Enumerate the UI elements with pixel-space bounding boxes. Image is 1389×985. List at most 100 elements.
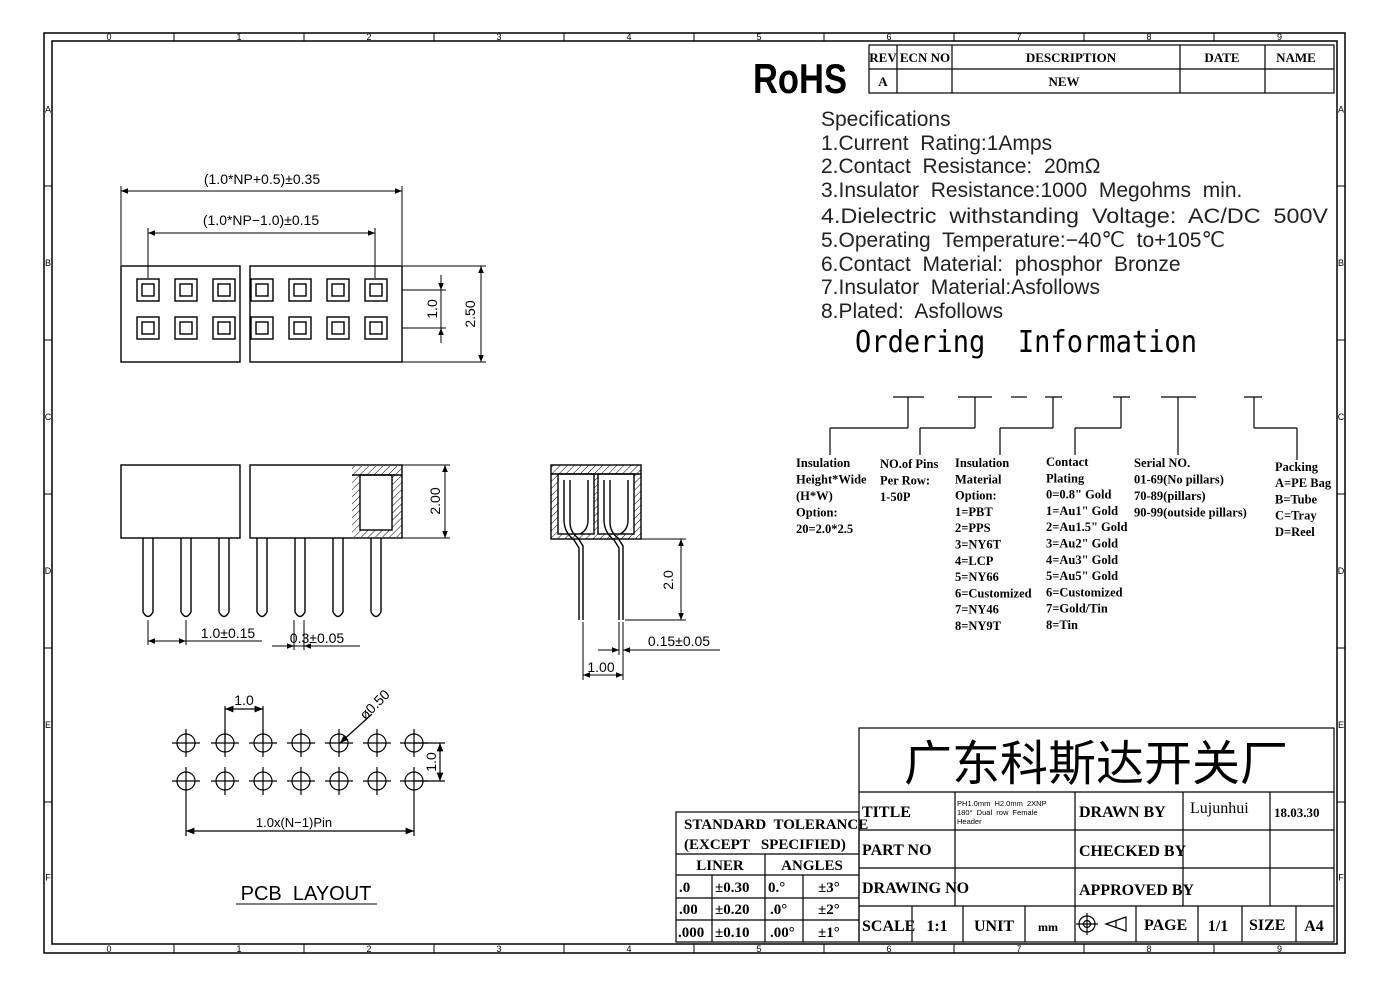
drawn-by-value: Lujunhui <box>1190 800 1249 817</box>
top-view <box>120 265 403 363</box>
tol-cell: ±0.30 <box>715 880 749 896</box>
frame-col-label: 2 <box>366 944 371 954</box>
tol-cell: ±2° <box>818 902 840 918</box>
title-block <box>858 727 1335 943</box>
dim-hole-dia: ø0.50 <box>356 686 393 723</box>
ordering-line: C=Tray <box>1275 509 1317 523</box>
pcb-layout-label: PCB LAYOUT <box>241 883 372 905</box>
date-header: DATE <box>1204 50 1239 65</box>
frame-col-label: 3 <box>496 944 501 954</box>
ordering-line: 0=0.8" Gold <box>1046 488 1112 502</box>
date-value: 18.03.30 <box>1274 805 1320 820</box>
ordering-line: NO.of Pins <box>880 457 938 471</box>
ordering-line: 6=Customized <box>1046 585 1123 599</box>
pin-cavity <box>136 316 160 340</box>
dim-pin-offset: 1.00 <box>587 659 614 675</box>
title-value-line: PH1.0mm H2.0mm 2XNP <box>957 799 1047 808</box>
ordering-line: 7=NY46 <box>955 603 999 617</box>
spec-item: 3.Insulator Resistance:1000 Megohms min. <box>821 179 1242 202</box>
frame-col-label: 6 <box>886 944 891 954</box>
tolerance-angles: ANGLES <box>781 858 843 874</box>
frame-col-label: 0 <box>106 944 111 954</box>
frame-col-label: 1 <box>236 32 241 42</box>
frame-row-label: F <box>45 873 51 883</box>
spec-item: 4.Dielectric withstanding Voltage: AC/DC… <box>821 205 1328 228</box>
pin-cavity-inner <box>141 321 155 335</box>
ordering-line: 1=Au1" Gold <box>1046 504 1118 518</box>
ordering-line: Contact <box>1046 455 1089 469</box>
scale-value: 1:1 <box>926 918 947 935</box>
ordering-line: Packing <box>1275 460 1319 474</box>
drawn-by-label: DRAWN BY <box>1079 804 1166 821</box>
title-label: TITLE <box>862 804 911 821</box>
projection-symbol-icon <box>1076 913 1127 935</box>
pin-cavity-inner <box>141 283 155 297</box>
page-value: 1/1 <box>1208 918 1228 935</box>
ordering-line: B=Tube <box>1275 492 1318 506</box>
ordering-line: Plating <box>1046 471 1085 485</box>
title-value-line: 180° Dual row Female <box>957 808 1038 817</box>
spec-item: 6.Contact Material: phosphor Bronze <box>821 253 1181 276</box>
ordering-line: 8=NY9T <box>955 619 1002 633</box>
dim-overall-length: (1.0*NP+0.5)±0.35 <box>204 171 320 187</box>
dim-tail: 2.0 <box>660 570 676 590</box>
dim-pin-thk: 0.15±0.05 <box>648 633 710 649</box>
spec-item: 8.Plated: Asfollows <box>821 300 1003 323</box>
serial-option: Serial NO.01-69(No pillars)70-89(pillars… <box>1134 456 1247 520</box>
tol-cell: ±3° <box>818 880 840 896</box>
dim-pitch: 1.0±0.15 <box>201 625 256 641</box>
pin-cavity-inner <box>369 321 383 335</box>
ordering-line: 2=Au1.5" Gold <box>1046 520 1127 534</box>
dim-pin-size: 0.3±0.05 <box>290 630 345 646</box>
page-label: PAGE <box>1144 917 1187 934</box>
ordering-line: A=PE Bag <box>1275 476 1332 490</box>
ordering-line: 5=Au5" Gold <box>1046 569 1118 583</box>
rohs-mark: RoHS <box>753 55 847 102</box>
pin-cavity <box>364 316 388 340</box>
frame-row-label: D <box>1338 566 1345 576</box>
pin-cavity <box>364 278 388 302</box>
frame-row-label: D <box>45 566 52 576</box>
frame-row-label: B <box>45 258 51 268</box>
pin-cavity-inner <box>217 321 231 335</box>
rev-value: A <box>878 74 888 89</box>
pin-tail <box>218 538 230 618</box>
tolerance-liner: LINER <box>696 858 744 874</box>
pin-cavity <box>174 316 198 340</box>
size-label: SIZE <box>1249 917 1285 934</box>
frame-col-label: 2 <box>366 32 371 42</box>
pin-cavity <box>326 278 350 302</box>
insulation-option: InsulationHeight*Wide(H*W)Option:20=2.0*… <box>796 456 867 536</box>
company-name: 广东科斯达开关厂 <box>904 736 1288 792</box>
ordering-line: 1=PBT <box>955 505 993 519</box>
frame-col-label: 5 <box>756 944 761 954</box>
dim-width: 2.50 <box>462 300 478 327</box>
tolerance-title: STANDARD TOLERANCE <box>684 817 868 833</box>
rev-header: REV <box>869 50 897 65</box>
frame-row-label: C <box>1338 412 1345 422</box>
frame-col-label: 1 <box>236 944 241 954</box>
pin-cavity-inner <box>293 283 307 297</box>
ordering-line: 90-99(outside pillars) <box>1134 506 1247 520</box>
ordering-line: (H*W) <box>796 489 833 503</box>
spec-item: 5.Operating Temperature:−40℃ to+105℃ <box>821 229 1225 252</box>
dim-pcb-span: 1.0x(N−1)Pin <box>256 815 332 830</box>
frame-col-label: 9 <box>1277 944 1282 954</box>
pcb-layout <box>172 705 445 836</box>
ordering-title: Ordering Information <box>855 325 1197 360</box>
pin-cavity-inner <box>179 283 193 297</box>
dim-pcb-row-pitch: 1.0 <box>423 752 439 772</box>
ordering-line: 7=Gold/Tin <box>1046 602 1108 616</box>
pin-cavity <box>250 278 274 302</box>
pin-cavity-inner <box>331 283 345 297</box>
scale-label: SCALE <box>862 918 915 935</box>
ordering-line: Option: <box>955 489 997 503</box>
spec-item: 2.Contact Resistance: 20mΩ <box>821 155 1101 178</box>
pin-tail <box>142 538 154 618</box>
ordering-line: Height*Wide <box>796 473 867 487</box>
tol-cell: ±0.10 <box>715 925 749 941</box>
ordering-leaders <box>829 396 1298 460</box>
